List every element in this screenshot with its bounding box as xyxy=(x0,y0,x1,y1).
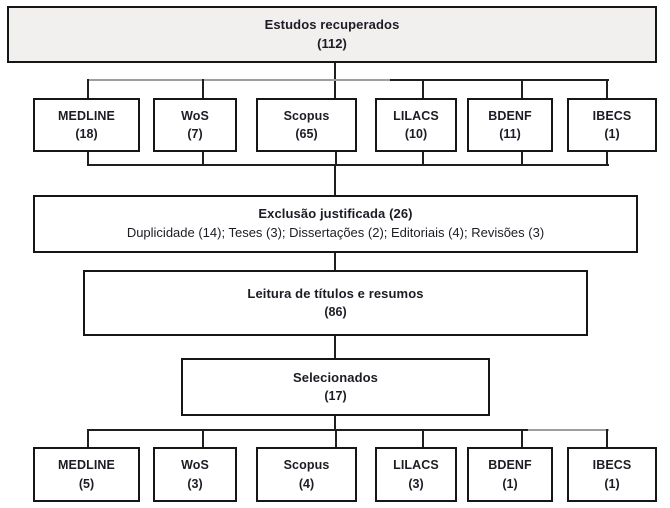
box-title: Scopus xyxy=(283,108,330,123)
connector-collector-top-right xyxy=(390,79,609,81)
box-title: BDENF xyxy=(488,108,532,123)
box-title: Estudos recuperados xyxy=(264,16,400,32)
box-lilacs-initial: LILACS (10) xyxy=(375,98,457,152)
box-title: Exclusão justificada (26) xyxy=(258,206,413,222)
connector-stem xyxy=(521,429,523,447)
connector-collector-top-left xyxy=(88,79,390,81)
connector-stem xyxy=(202,79,204,98)
box-wos-selected: WoS (3) xyxy=(153,447,237,502)
box-title: WoS xyxy=(181,458,209,473)
box-title: IBECS xyxy=(592,108,632,123)
box-count: (65) xyxy=(295,127,318,141)
connector-stem xyxy=(422,429,424,447)
box-detail: Duplicidade (14); Teses (3); Dissertaçõe… xyxy=(126,225,545,240)
box-count: (3) xyxy=(187,476,203,491)
box-count: (1) xyxy=(502,476,518,491)
box-count: (10) xyxy=(404,127,428,141)
box-medline-selected: MEDLINE (5) xyxy=(33,447,140,502)
connector-main-stem xyxy=(334,416,336,431)
box-title: IBECS xyxy=(592,458,632,473)
box-leitura-titulos-resumos: Leitura de títulos e resumos (86) xyxy=(83,270,588,336)
connector-stem xyxy=(606,152,608,166)
connector-stem xyxy=(606,79,608,98)
box-ibecs-initial: IBECS (1) xyxy=(567,98,657,152)
connector-main-stem xyxy=(334,164,336,195)
connector-main-stem xyxy=(334,253,336,270)
connector-stem xyxy=(87,79,89,98)
box-estudos-recuperados: Estudos recuperados (112) xyxy=(7,6,657,63)
box-count: (4) xyxy=(298,476,315,491)
connector-stem xyxy=(521,152,523,166)
connector-collector-bottom-left xyxy=(88,429,528,431)
box-bdenf-initial: BDENF (11) xyxy=(467,98,553,152)
box-count: (7) xyxy=(187,127,203,141)
box-medline-initial: MEDLINE (18) xyxy=(33,98,140,152)
connector-stem xyxy=(422,79,424,98)
box-title: Scopus xyxy=(283,458,330,473)
box-title: MEDLINE xyxy=(58,108,115,123)
box-exclusao-justificada: Exclusão justificada (26) Duplicidade (1… xyxy=(33,195,638,253)
connector-stem xyxy=(335,429,337,447)
box-count: (3) xyxy=(408,476,424,491)
box-selecionados: Selecionados (17) xyxy=(181,358,490,416)
box-title: WoS xyxy=(181,108,209,123)
box-scopus-initial: Scopus (65) xyxy=(256,98,357,152)
box-title: LILACS xyxy=(393,458,439,473)
box-count: (5) xyxy=(78,476,95,491)
connector-stem xyxy=(422,152,424,166)
box-title: BDENF xyxy=(488,458,532,473)
box-scopus-selected: Scopus (4) xyxy=(256,447,357,502)
box-wos-initial: WoS (7) xyxy=(153,98,237,152)
box-title: LILACS xyxy=(393,108,439,123)
connector-stem xyxy=(521,79,523,98)
connector-stem xyxy=(87,429,89,447)
connector-stem xyxy=(335,152,337,166)
box-count: (112) xyxy=(317,35,347,51)
connector-stem xyxy=(202,429,204,447)
box-title: Selecionados xyxy=(292,369,378,385)
box-count: (1) xyxy=(604,127,620,141)
box-ibecs-selected: IBECS (1) xyxy=(567,447,657,502)
box-count: (17) xyxy=(324,389,347,404)
connector-main-stem xyxy=(334,336,336,358)
box-title: MEDLINE xyxy=(58,458,115,473)
box-count: (11) xyxy=(499,127,521,141)
box-count: (18) xyxy=(75,127,98,141)
connector-stem xyxy=(87,152,89,166)
connector-collector-mid xyxy=(88,164,609,166)
connector-collector-bottom-right xyxy=(528,429,609,431)
box-title: Leitura de títulos e resumos xyxy=(247,285,424,301)
box-count: (1) xyxy=(604,476,620,491)
connector-stem xyxy=(606,429,608,447)
box-count: (86) xyxy=(324,305,347,320)
box-lilacs-selected: LILACS (3) xyxy=(375,447,457,502)
box-bdenf-selected: BDENF (1) xyxy=(467,447,553,502)
connector-stem xyxy=(202,152,204,166)
